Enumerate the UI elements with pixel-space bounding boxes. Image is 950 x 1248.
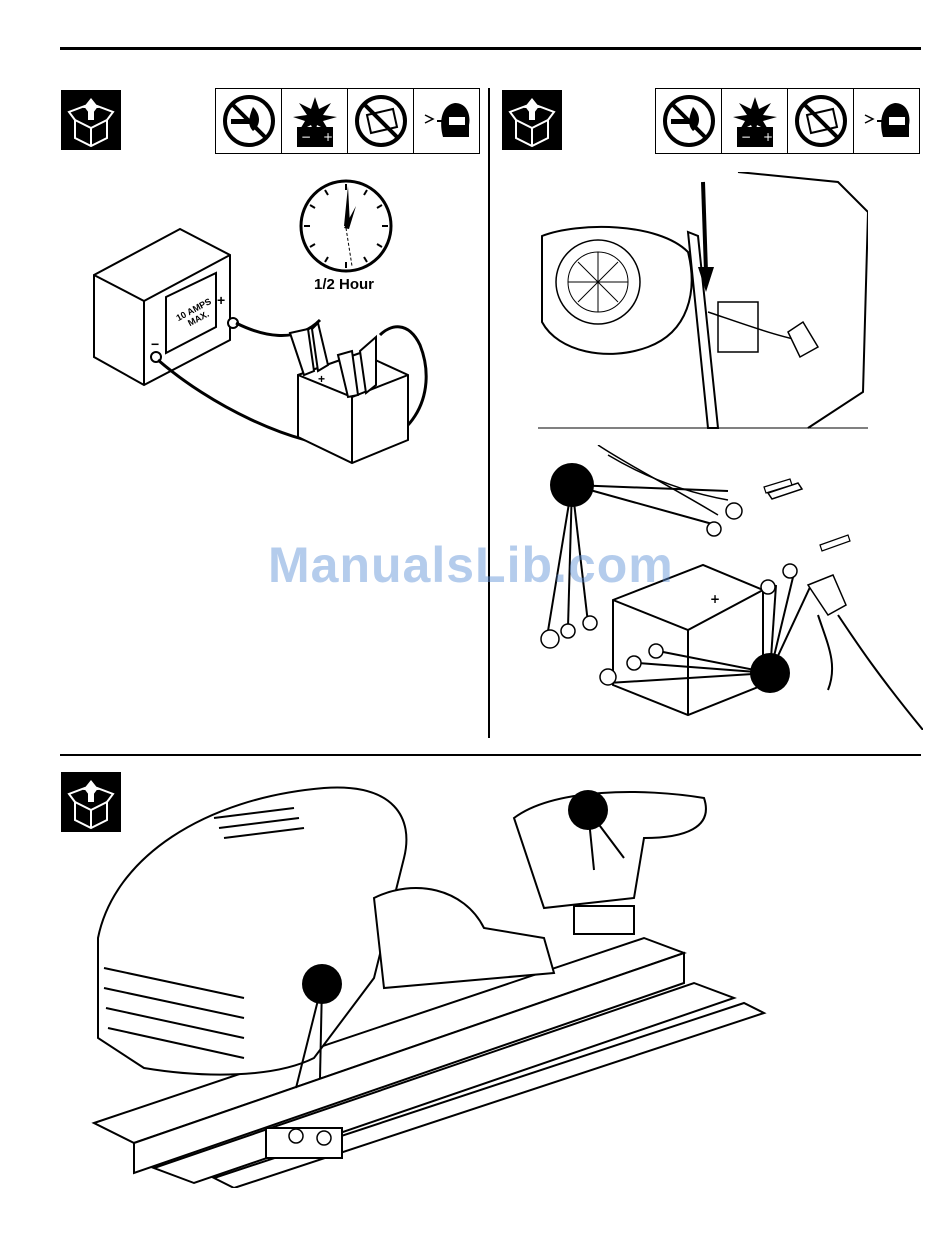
unpack-box-icon — [61, 90, 121, 150]
charger-minus-sign: − — [151, 336, 159, 352]
vertical-divider — [488, 88, 490, 738]
eye-protection-icon — [414, 89, 479, 153]
safety-warnings-right: −+ — [655, 88, 920, 154]
tractor-skid-illustration — [84, 778, 774, 1188]
middle-rule — [60, 754, 921, 756]
svg-text:+: + — [763, 130, 773, 144]
no-battery-tilt-icon — [348, 89, 414, 153]
no-flame-icon — [216, 89, 282, 153]
svg-text:+: + — [710, 592, 720, 606]
eye-protection-icon — [854, 89, 919, 153]
battery-explosion-icon: −+ — [282, 89, 348, 153]
battery-plus-sign: + — [318, 372, 325, 386]
engine-compartment-illustration — [538, 172, 868, 432]
battery-charger-illustration — [90, 225, 440, 470]
top-rule — [60, 47, 921, 50]
svg-text:−: − — [301, 130, 311, 144]
svg-text:+: + — [323, 130, 333, 144]
safety-warnings-left: −+ — [215, 88, 480, 154]
no-battery-tilt-icon — [788, 89, 854, 153]
unpack-box-icon — [502, 90, 562, 150]
charger-plus-sign: + — [217, 292, 225, 308]
no-flame-icon — [656, 89, 722, 153]
svg-text:−: − — [741, 130, 751, 144]
watermark: ManualsLib.com — [268, 536, 674, 594]
battery-explosion-icon: −+ — [722, 89, 788, 153]
